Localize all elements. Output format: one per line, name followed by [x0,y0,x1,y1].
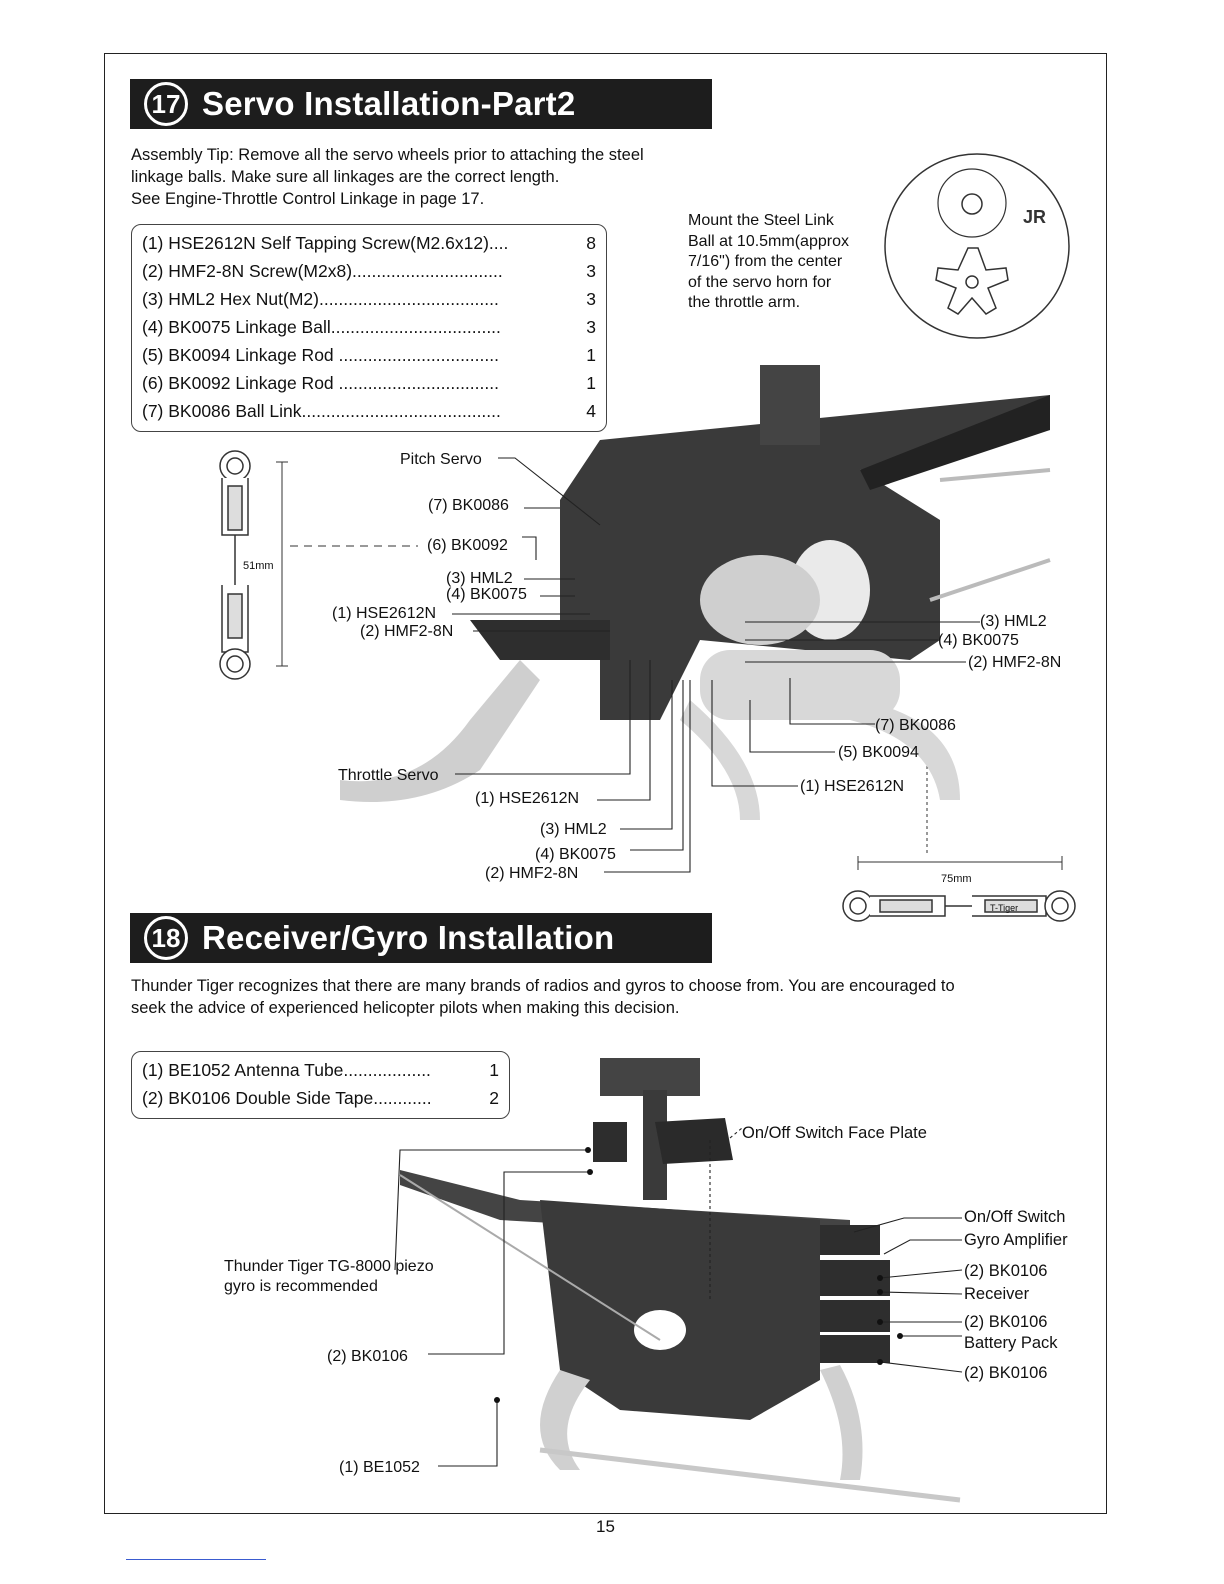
helicopter-illustration-2 [399,1058,961,1503]
leader-dots-18 [494,1147,903,1403]
assembly-tip-line: linkage balls. Make sure all linkages ar… [131,168,560,186]
part-qty: 8 [586,233,596,253]
parts-row: (6) BK0092 Linkage Rod .................… [142,369,596,397]
mount-note-line: of the servo horn for [688,273,832,291]
callout-hml2-lower: (3) HML2 [540,821,607,838]
parts-row: (2) HMF2-8N Screw(M2x8).................… [142,257,596,285]
section-17-number: 17 [144,82,188,126]
section-17-title: Servo Installation-Part2 [202,85,576,122]
part-qty: 3 [586,261,596,281]
jr-logo-text: JR [1023,207,1047,227]
part-qty: 2 [489,1088,499,1108]
part-name: (7) BK0086 Ball Link....................… [142,401,501,421]
callout-battery-pack: Battery Pack [964,1334,1058,1352]
parts-list-17: (1) HSE2612N Self Tapping Screw(M2.6x12)… [131,224,607,432]
leader-lines-18 [394,1127,963,1467]
parts-row: (4) BK0075 Linkage Ball.................… [142,313,596,341]
mount-note-line: Mount the Steel Link [688,212,834,229]
callout-bk0075-lower: (4) BK0075 [535,846,616,863]
callout-hmf2-8n-lower: (2) HMF2-8N [485,865,579,882]
parts-list-18: (1) BE1052 Antenna Tube.................… [131,1051,510,1119]
assembly-tip-line: Assembly Tip: Remove all the servo wheel… [131,146,644,164]
section-17-banner: 17 Servo Installation-Part2 [130,79,712,129]
section-18-number: 18 [144,916,188,960]
part-name: (3) HML2 Hex Nut(M2)....................… [142,289,499,309]
callout-bk0086: (7) BK0086 [428,497,509,514]
intro-line: Thunder Tiger recognizes that there are … [131,977,955,995]
callout-bk0075-right: (4) BK0075 [938,632,1019,649]
callout-bk0086-lower: (7) BK0086 [875,717,956,734]
assembly-tip: Assembly Tip: Remove all the servo wheel… [131,144,731,210]
callout-bk0106-1: (2) BK0106 [964,1262,1048,1280]
rod-brand-label: T-Tiger [990,903,1019,913]
part-qty: 3 [586,317,596,337]
mount-note-line: Ball at 10.5mm(approx [688,232,849,250]
callout-hse2612n: (1) HSE2612N [332,605,437,622]
rod-short-length: 51mm [243,560,274,572]
mount-note-line: 7/16") from the center [688,253,843,270]
callout-bk0106-2: (2) BK0106 [964,1313,1048,1331]
section-18-intro: Thunder Tiger recognizes that there are … [131,975,1091,1019]
callout-hml2-right: (3) HML2 [980,613,1047,630]
part-qty: 4 [586,401,596,421]
mount-note: Mount the Steel Link Ball at 10.5mm(appr… [688,211,888,314]
helicopter-frame-illustration-1 [340,365,1051,820]
part-name: (4) BK0075 Linkage Ball.................… [142,317,501,337]
section-18-banner: 18 Receiver/Gyro Installation [130,913,712,963]
servo-horn-diagram [884,153,1070,339]
mount-note-line: the throttle arm. [688,294,801,311]
section-18-title: Receiver/Gyro Installation [202,919,615,956]
part-name: (6) BK0092 Linkage Rod .................… [142,373,499,393]
part-qty: 1 [586,345,596,365]
rod-75mm-diagram [842,760,1076,922]
callout-receiver: Receiver [964,1285,1030,1303]
callout-hmf2-8n-right: (2) HMF2-8N [968,654,1062,671]
callout-hml2: (3) HML2 [446,570,513,587]
callout-switch: On/Off Switch [964,1208,1066,1226]
gyro-note-line: Thunder Tiger TG-8000 piezo [224,1258,434,1275]
parts-row: (1) HSE2612N Self Tapping Screw(M2.6x12)… [142,229,596,257]
intro-line: seek the advice of experienced helicopte… [131,999,680,1017]
callout-be1052: (1) BE1052 [339,1459,420,1476]
callout-bk0092: (6) BK0092 [427,537,508,554]
part-name: (1) HSE2612N Self Tapping Screw(M2.6x12)… [142,233,509,253]
part-name: (1) BE1052 Antenna Tube.................… [142,1060,431,1080]
part-name: (2) HMF2-8N Screw(M2x8).................… [142,261,503,281]
callout-bk0094: (5) BK0094 [838,744,919,761]
part-name: (5) BK0094 Linkage Rod .................… [142,345,499,365]
leader-lines-17 [452,457,980,873]
parts-row: (3) HML2 Hex Nut(M2)....................… [142,285,596,313]
callout-gyro-amplifier: Gyro Amplifier [964,1231,1068,1249]
gyro-note-line: gyro is recommended [224,1278,378,1295]
footer-link-underline [126,1559,266,1560]
part-qty: 3 [586,289,596,309]
callout-bk0106-3: (2) BK0106 [964,1364,1048,1382]
part-qty: 1 [489,1060,499,1080]
callout-pitch-servo: Pitch Servo [400,451,482,468]
rod-long-length: 75mm [941,873,972,885]
part-name: (2) BK0106 Double Side Tape............ [142,1088,432,1108]
callout-faceplate: On/Off Switch Face Plate [742,1124,927,1142]
page-number: 15 [596,1517,615,1536]
assembly-tip-line: See Engine-Throttle Control Linkage in p… [131,190,485,208]
parts-row: (1) BE1052 Antenna Tube.................… [142,1056,499,1084]
callout-hse2612n-right: (1) HSE2612N [800,778,905,795]
callout-hmf2-8n: (2) HMF2-8N [360,623,454,640]
page-frame [104,53,1107,1514]
callout-bk0075: (4) BK0075 [446,586,527,603]
parts-row: (2) BK0106 Double Side Tape............ 2 [142,1084,499,1112]
callout-bk0106-left: (2) BK0106 [327,1348,408,1365]
callout-hse2612n-lower: (1) HSE2612N [475,790,580,807]
callout-throttle-servo: Throttle Servo [338,767,439,784]
rod-51mm-diagram [219,450,418,680]
parts-row: (5) BK0094 Linkage Rod .................… [142,341,596,369]
parts-row: (7) BK0086 Ball Link....................… [142,397,596,425]
part-qty: 1 [586,373,596,393]
